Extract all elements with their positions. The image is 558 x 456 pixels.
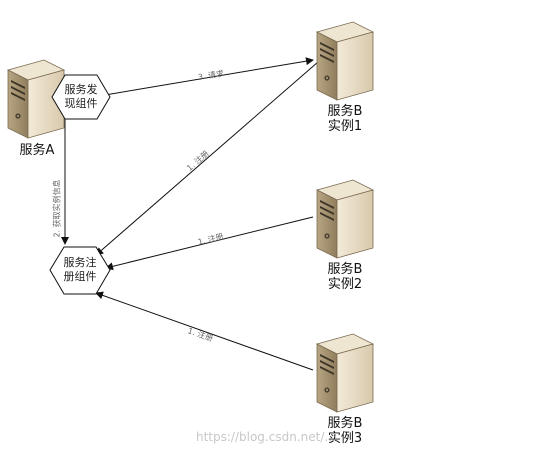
server-b3-graphic: [316, 333, 374, 413]
watermark: https://blog.csdn.net/...: [196, 430, 336, 444]
service-b1-label: 服务B 实例1: [327, 104, 363, 134]
server-b1-graphic: [316, 21, 374, 101]
discovery-hexagon[interactable]: [51, 74, 111, 120]
registry-hexagon[interactable]: [49, 246, 111, 295]
server-icon: [316, 333, 374, 413]
edge-register-b3: [95, 291, 314, 371]
edges: [61, 57, 319, 371]
service-b2-label: 服务B 实例2: [327, 262, 363, 292]
edge-register-b1: [95, 61, 319, 256]
service-b3-label: 服务B 实例3: [327, 416, 363, 446]
server-icon: [316, 179, 374, 259]
service-a-label: 服务A: [19, 143, 55, 158]
registry-component-label: 服务注 册组件: [63, 256, 97, 283]
server-b2-graphic: [316, 179, 374, 259]
server-icon: [316, 21, 374, 101]
edge-register-b2: [105, 216, 314, 271]
edge-request: [104, 57, 314, 96]
edge-label-fetch-instances: 2. 获取实例信息: [52, 179, 62, 238]
discovery-component-label: 服务发 现组件: [64, 83, 98, 110]
